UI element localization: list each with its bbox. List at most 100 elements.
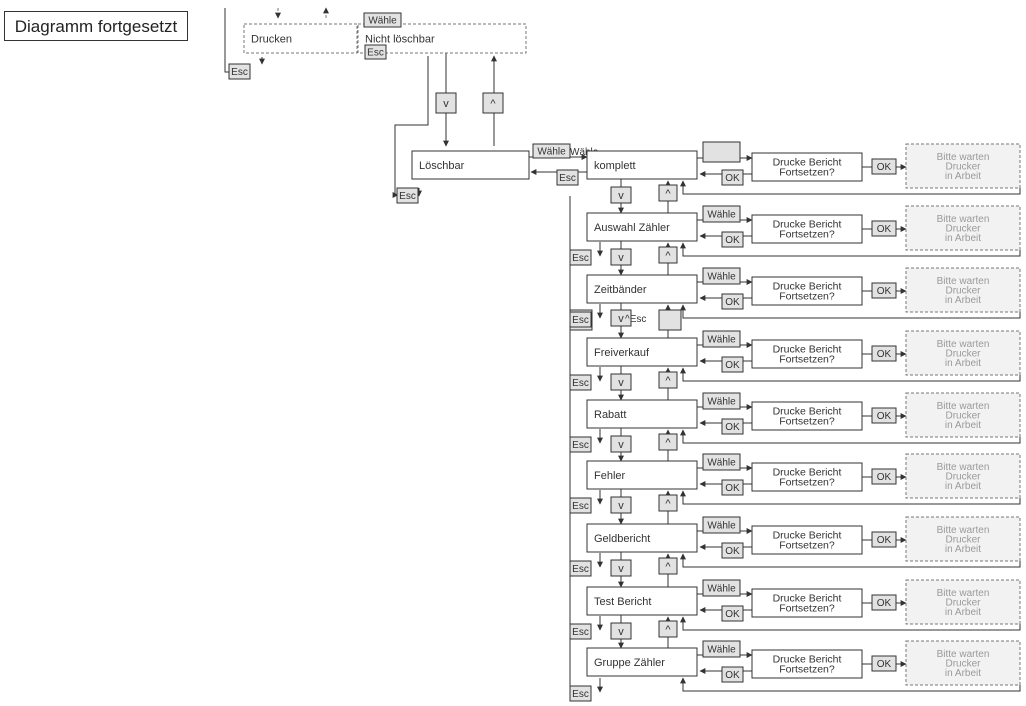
menu-item-0-label: komplett — [594, 160, 636, 172]
menu-item-7-up-button[interactable]: ^ — [658, 620, 678, 638]
menu-item-1-report-prompt-label: Drucke Bericht — [773, 219, 842, 231]
print-select-button[interactable]: Wähle — [363, 12, 402, 28]
menu-item-6-select-button-label: Wähle — [707, 521, 736, 532]
menu-item-6-printer-status-label: in Arbeit — [945, 544, 981, 555]
menu-item-3-ok-button[interactable]: OK — [721, 356, 744, 373]
menu-item-4-escape-button[interactable]: Esc — [569, 436, 592, 453]
menu-item-3-return-line — [680, 367, 1021, 382]
menu-item-3-status-ok-button[interactable]: OK — [871, 345, 897, 362]
menu-item-6-select-button[interactable]: Wähle — [702, 516, 741, 534]
menu-item-0-up-button[interactable]: ^ — [658, 184, 678, 202]
menu-item-3[interactable]: Freiverkauf — [586, 337, 698, 367]
menu-item-8-printer-status-label: Bitte warten — [937, 649, 990, 660]
menu-item-2-select-button[interactable]: Wähle — [702, 267, 741, 285]
menu-item-1-escape-button[interactable]: Esc — [569, 249, 592, 266]
menu-item-2-report-prompt-label: Drucke Bericht — [773, 281, 842, 293]
complete-escape-button[interactable]: Esc — [556, 169, 579, 186]
menu-item-7[interactable]: Test Bericht — [586, 586, 698, 616]
menu-item-4[interactable]: Rabatt — [586, 399, 698, 429]
menu-item-8-select-button[interactable]: Wähle — [702, 640, 741, 658]
menu-item-0-down-button[interactable]: v — [610, 186, 632, 204]
menu-item-2-report-prompt-label: Fortsetzen? — [779, 291, 835, 303]
menu-item-7-escape-button[interactable]: Esc — [569, 623, 592, 640]
menu-item-0-blank-button[interactable] — [702, 141, 741, 163]
menu-item-1-status-ok-button[interactable]: OK — [871, 220, 897, 237]
menu-item-0[interactable]: komplett — [586, 150, 698, 180]
menu-item-4-ok-button[interactable]: OK — [721, 418, 744, 435]
top-escape-button[interactable]: Esc — [228, 63, 251, 80]
menu-item-3-printer-status-label: Drucker — [945, 349, 981, 360]
menu-item-5[interactable]: Fehler — [586, 460, 698, 490]
menu-item-7-down-button[interactable]: v — [610, 622, 632, 640]
menu-item-7-select-button[interactable]: Wähle — [702, 579, 741, 597]
deletable-escape-button[interactable]: Esc — [396, 187, 419, 204]
menu-item-8-ok-button[interactable]: OK — [721, 666, 744, 683]
menu-item-2-escape-button[interactable]: Esc — [569, 311, 592, 328]
menu-item-3-escape-button[interactable]: Esc — [569, 374, 592, 391]
menu-item-4-up-button[interactable]: ^ — [658, 433, 678, 451]
menu-item-7-status-ok-button-label: OK — [877, 598, 892, 609]
menu-item-5-printer-status-label: Drucker — [945, 472, 981, 483]
menu-item-5-status-ok-button[interactable]: OK — [871, 468, 897, 485]
menu-item-1[interactable]: Auswahl Zähler — [586, 212, 698, 242]
menu-item-6-status-ok-button[interactable]: OK — [871, 531, 897, 548]
menu-item-0-ok-button[interactable]: OK — [721, 169, 744, 186]
menu-item-6-ok-button-label: OK — [725, 546, 740, 557]
menu-item-4-down-button[interactable]: v — [610, 435, 632, 453]
menu-item-2-printer-status-label: Bitte warten — [937, 276, 990, 287]
menu-item-6-down-button-label: v — [618, 563, 624, 575]
deletable-select-button[interactable]: Wähle — [532, 143, 571, 159]
top-escape-button-label: Esc — [231, 67, 248, 78]
menu-item-8-report-prompt-label: Drucke Bericht — [773, 654, 842, 666]
menu-item-5-ok-button[interactable]: OK — [721, 479, 744, 496]
menu-item-6-up-button[interactable]: ^ — [658, 557, 678, 575]
menu-item-4-select-button[interactable]: Wähle — [702, 392, 741, 410]
menu-item-8[interactable]: Gruppe Zähler — [586, 647, 698, 677]
menu-item-7-report-prompt-label: Drucke Bericht — [773, 593, 842, 605]
menu-item-3-select-button[interactable]: Wähle — [702, 330, 741, 348]
up-button[interactable]: ^ — [482, 92, 504, 114]
menu-item-4-status-ok-button-label: OK — [877, 411, 892, 422]
menu-item-6[interactable]: Geldbericht — [586, 523, 698, 553]
print-escape-button[interactable]: Esc — [364, 44, 387, 60]
menu-item-2[interactable]: Zeitbänder — [586, 274, 698, 304]
menu-item-5-up-button[interactable]: ^ — [658, 494, 678, 512]
menu-item-1-down-button[interactable]: v — [610, 248, 632, 266]
menu-item-8-select-button-label: Wähle — [707, 645, 736, 656]
menu-item-0-down-button-label: v — [618, 190, 624, 202]
menu-item-6-escape-button[interactable]: Esc — [569, 560, 592, 577]
down-button[interactable]: v — [435, 92, 457, 114]
menu-item-6-ok-button[interactable]: OK — [721, 542, 744, 559]
menu-item-8-escape-button[interactable]: Esc — [569, 685, 592, 702]
menu-item-4-printer-status-label: Bitte warten — [937, 401, 990, 412]
menu-item-5-escape-button[interactable]: Esc — [569, 497, 592, 514]
menu-item-2-up-esc-caption: ^Esc — [625, 314, 646, 325]
menu-item-5-down-button[interactable]: v — [610, 496, 632, 514]
menu-item-7-status-ok-button[interactable]: OK — [871, 594, 897, 611]
menu-item-1-printer-status-label: Bitte warten — [937, 214, 990, 225]
menu-item-6-down-button[interactable]: v — [610, 559, 632, 577]
menu-item-3-label: Freiverkauf — [594, 347, 650, 359]
menu-item-3-up-button[interactable]: ^ — [658, 371, 678, 389]
menu-item-2-blank-right-button[interactable] — [658, 309, 682, 331]
menu-item-7-printer-status-label: Bitte warten — [937, 588, 990, 599]
menu-item-4-status-ok-button[interactable]: OK — [871, 407, 897, 424]
menu-item-2-status-ok-button[interactable]: OK — [871, 282, 897, 299]
menu-item-1-select-button[interactable]: Wähle — [702, 205, 741, 223]
menu-item-5-select-button[interactable]: Wähle — [702, 453, 741, 471]
menu-item-2-down-button[interactable]: v — [610, 309, 632, 327]
page-title: Diagramm fortgesetzt — [4, 11, 188, 41]
menu-item-2-ok-button[interactable]: OK — [721, 293, 744, 310]
menu-item-1-select-button-label: Wähle — [707, 210, 736, 221]
menu-item-0-status-ok-button[interactable]: OK — [871, 158, 897, 175]
menu-item-5-select-button-label: Wähle — [707, 458, 736, 469]
menu-item-8-status-ok-button[interactable]: OK — [871, 655, 897, 672]
menu-item-7-report-prompt-label: Fortsetzen? — [779, 603, 835, 615]
menu-item-1-ok-button[interactable]: OK — [721, 231, 744, 248]
menu-item-3-down-button[interactable]: v — [610, 373, 632, 391]
menu-item-7-ok-button[interactable]: OK — [721, 605, 744, 622]
menu-item-1-up-button[interactable]: ^ — [658, 246, 678, 264]
